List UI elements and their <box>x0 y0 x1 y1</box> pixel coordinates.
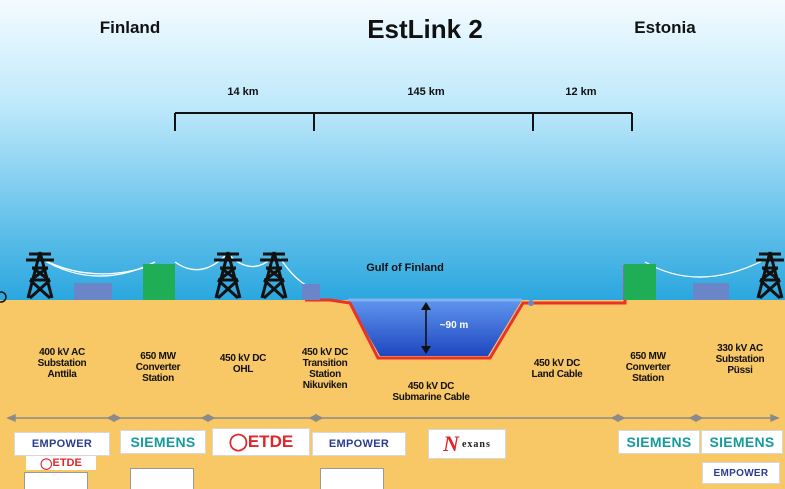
component-line: Converter <box>625 362 671 373</box>
component-line: 400 kV AC <box>39 347 85 358</box>
component-line: Anttila <box>47 369 77 380</box>
component-line: 650 MW <box>140 351 176 362</box>
converter-finland-block <box>143 264 175 300</box>
component-line: 450 kV DC <box>301 347 349 358</box>
distance-label: 12 km <box>565 86 597 98</box>
logo-text: EMPOWER <box>713 467 769 479</box>
component-label-puessi: 330 kV AC Substation Püssi <box>698 343 782 376</box>
component-line: Station <box>142 373 174 384</box>
distance-label: 14 km <box>227 86 259 98</box>
component-label-transition: 450 kV DC Transition Station Nikuviken <box>283 347 367 391</box>
component-line: Transition <box>302 358 348 369</box>
component-line: Submarine Cable <box>392 392 470 403</box>
country-finland: Finland <box>99 18 161 37</box>
etde-logo: ◯ETDE <box>212 428 310 456</box>
component-line: 650 MW <box>630 351 666 362</box>
component-line: Land Cable <box>531 369 583 380</box>
transition-station-block <box>302 284 320 300</box>
logo-text: EMPOWER <box>328 438 390 450</box>
etde-mark-icon: ◯ <box>40 457 53 470</box>
sea-basin <box>348 300 522 356</box>
logo-text: ETDE <box>247 432 294 451</box>
component-line: 330 kV AC <box>717 343 763 354</box>
component-line: Converter <box>135 362 181 373</box>
component-label-landcable: 450 kV DC Land Cable <box>515 358 599 380</box>
component-label-ohl: 450 kV DC OHL <box>201 353 285 375</box>
depth-arrow <box>421 302 431 354</box>
empower-logo: EMPOWER <box>14 432 110 456</box>
converter-estonia-block <box>624 264 656 300</box>
company-logo-icon <box>320 468 384 489</box>
substation-puessi-block <box>693 283 729 300</box>
edge-marker <box>0 291 7 303</box>
component-line: Substation <box>715 354 765 365</box>
substation-anttila-block <box>74 283 112 300</box>
company-logo-icon <box>130 468 194 489</box>
etde-mark-icon: ◯ <box>228 432 248 451</box>
component-line: Station <box>632 373 664 384</box>
siemens-logo: SIEMENS <box>120 430 206 454</box>
dc-cable-route <box>305 265 627 360</box>
company-logo-icon <box>24 472 88 489</box>
logo-text: SIEMENS <box>709 434 775 450</box>
component-line: 450 kV DC <box>407 381 455 392</box>
diagram-title: EstLink 2 <box>367 14 483 44</box>
etde-logo: ◯ETDE <box>26 456 96 470</box>
component-label-converter-fi: 650 MW Converter Station <box>116 351 200 384</box>
component-line: Nikuviken <box>302 380 348 391</box>
sky <box>0 0 785 300</box>
empower-logo: EMPOWER <box>702 462 780 484</box>
component-line: Substation <box>37 358 87 369</box>
siemens-logo: SIEMENS <box>701 430 783 454</box>
component-line: 450 kV DC <box>219 353 267 364</box>
component-label-converter-ee: 650 MW Converter Station <box>606 351 690 384</box>
component-line: Püssi <box>727 365 753 376</box>
component-line: 450 kV DC <box>533 358 581 369</box>
segment-arrows <box>6 413 780 423</box>
component-line: Station <box>309 369 341 380</box>
logo-text: SIEMENS <box>626 434 692 450</box>
distance-bracket <box>174 112 633 131</box>
country-estonia: Estonia <box>634 18 696 37</box>
siemens-logo: SIEMENS <box>618 430 700 454</box>
nexans-mark-icon: N <box>443 431 460 456</box>
logo-text: EMPOWER <box>31 438 93 450</box>
component-label-submarine: 450 kV DC Submarine Cable <box>377 381 485 403</box>
component-line: OHL <box>232 364 254 375</box>
logo-text: exans <box>461 438 491 450</box>
logo-text: ETDE <box>52 457 82 469</box>
component-label-anttila: 400 kV AC Substation Anttila <box>20 347 104 380</box>
empower-logo: EMPOWER <box>312 432 406 456</box>
sea-depth: ~90 m <box>439 320 469 331</box>
logo-text: SIEMENS <box>130 434 196 450</box>
distance-label: 145 km <box>407 86 445 98</box>
cable-joint <box>528 300 534 306</box>
sea-name: Gulf of Finland <box>366 262 444 274</box>
